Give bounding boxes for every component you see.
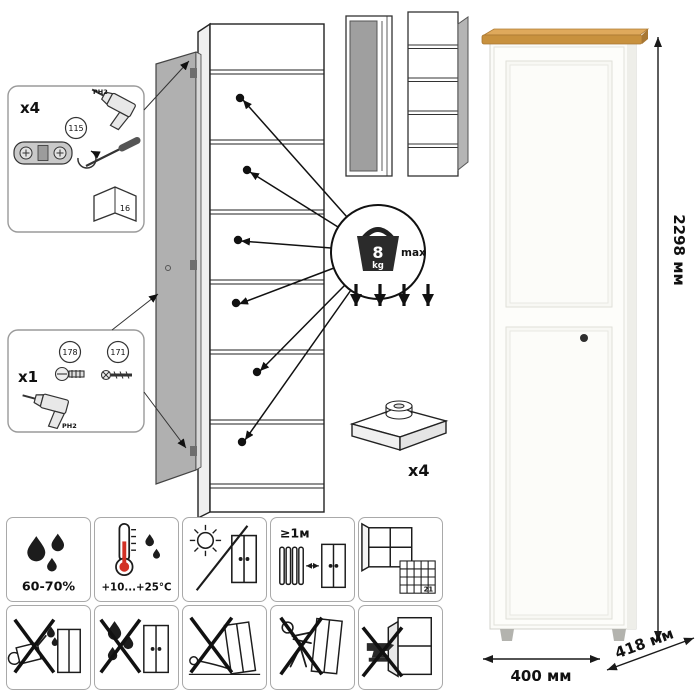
load-direction-arrows xyxy=(350,284,434,306)
care-icons-grid: 60-70% +10...+25° xyxy=(6,517,446,690)
ventilation-day-label: 21 xyxy=(424,586,434,594)
care-cell-no-moisture xyxy=(94,605,179,690)
screw-b-part-number: 171 xyxy=(110,348,125,357)
product-view: 2298 мм 400 мм 418 мм xyxy=(481,28,695,685)
care-cell-heat-distance: ≥1м xyxy=(270,517,355,602)
depth-dimension-arrow xyxy=(606,637,695,671)
handle-drill-mark xyxy=(165,265,171,271)
hinge-qty-label: x4 xyxy=(20,99,40,117)
assembly-diagram: 8 kg max xyxy=(7,11,469,518)
foot-left xyxy=(500,629,514,641)
drill-icon xyxy=(22,393,70,430)
load-value: 8 xyxy=(372,243,383,262)
hinge-mark xyxy=(190,446,197,456)
person-figure xyxy=(281,621,312,668)
prohibition-x xyxy=(13,618,56,674)
door-knob xyxy=(580,334,588,342)
hinge-part-number: 115 xyxy=(68,124,83,133)
screws-qty-label: x1 xyxy=(18,368,38,386)
shelf-load-pointers xyxy=(238,99,352,441)
hinge-mark xyxy=(190,260,197,270)
care-cell-temperature: +10...+25°C xyxy=(94,517,179,602)
temperature-icon: +10...+25°C xyxy=(101,522,172,593)
care-cell-sunlight xyxy=(182,517,267,602)
temperature-range-label: +10...+25°C xyxy=(101,581,171,593)
load-unit: kg xyxy=(372,261,384,271)
screwdriver-icon xyxy=(77,137,141,169)
width-dimension-label: 400 мм xyxy=(510,667,571,685)
care-cell-ventilation: 21 xyxy=(358,517,443,602)
screws-bit-label: PH2 xyxy=(62,422,77,430)
no-moisture-icon xyxy=(99,618,169,674)
hinge-mark xyxy=(190,68,197,78)
part-number-circle xyxy=(106,340,130,364)
part-number-circle xyxy=(64,116,88,140)
cabinet-carcass xyxy=(197,22,325,518)
heat-distance-label: ≥1м xyxy=(280,526,310,541)
wood-top-front xyxy=(481,34,643,45)
calendar xyxy=(399,560,436,594)
hinge-plate-icon xyxy=(13,141,73,165)
no-heavy-objects-icon xyxy=(361,616,432,678)
ventilation-icon: 21 xyxy=(361,522,436,594)
hinge-callout: x4 PH2 115 xyxy=(7,60,190,233)
prohibition-x xyxy=(99,618,142,674)
cam-bolt-icon xyxy=(54,366,85,382)
dimension-annotations xyxy=(483,37,695,671)
manual-book-icon: 16 xyxy=(93,186,137,222)
care-cell-no-heavy xyxy=(358,605,443,690)
humidity-icon: 60-70% xyxy=(22,533,76,593)
screw-icon xyxy=(100,369,132,381)
no-pushing-icon xyxy=(279,616,343,676)
screw-a-part-number: 178 xyxy=(62,348,77,357)
load-max-label: max xyxy=(401,247,426,259)
wardrobe-product xyxy=(481,28,650,641)
height-dimension-label: 2298 мм xyxy=(670,214,688,286)
wood-top-edge xyxy=(642,29,648,44)
care-cell-humidity: 60-70% xyxy=(6,517,91,602)
screws-callout: x1 178 171 xyxy=(7,293,187,449)
prohibition-x xyxy=(189,616,234,674)
no-watering-icon xyxy=(7,618,81,674)
side-panel-shade xyxy=(627,43,636,629)
part-number-circle xyxy=(58,340,82,364)
prohibition-x xyxy=(361,626,404,678)
max-load-badge: 8 kg max xyxy=(330,204,426,300)
care-cell-no-dragging xyxy=(182,605,267,690)
no-dragging-icon xyxy=(188,616,261,675)
divider-slash xyxy=(195,525,249,591)
kettlebell-body xyxy=(357,236,399,271)
hinge-bit-label: PH2 xyxy=(93,88,108,96)
wood-top-face xyxy=(482,28,650,36)
adjustable-foot: x4 xyxy=(349,400,449,480)
shelf-load-points xyxy=(231,93,262,447)
heat-distance-icon: ≥1м xyxy=(279,526,346,589)
drill-icon xyxy=(91,88,136,131)
care-cell-no-pushing xyxy=(270,605,355,690)
humidity-range-label: 60-70% xyxy=(22,578,76,593)
no-direct-sunlight-icon xyxy=(189,524,258,591)
cabinet-door-open xyxy=(155,51,202,485)
book-page-label: 16 xyxy=(120,204,130,213)
foot-right xyxy=(612,629,626,641)
wardrobe-variant-closed xyxy=(345,15,393,177)
prohibition-x xyxy=(279,616,324,676)
care-cell-no-water xyxy=(6,605,91,690)
wardrobe-variant-open xyxy=(407,11,469,177)
feet-qty-label: x4 xyxy=(408,461,429,480)
